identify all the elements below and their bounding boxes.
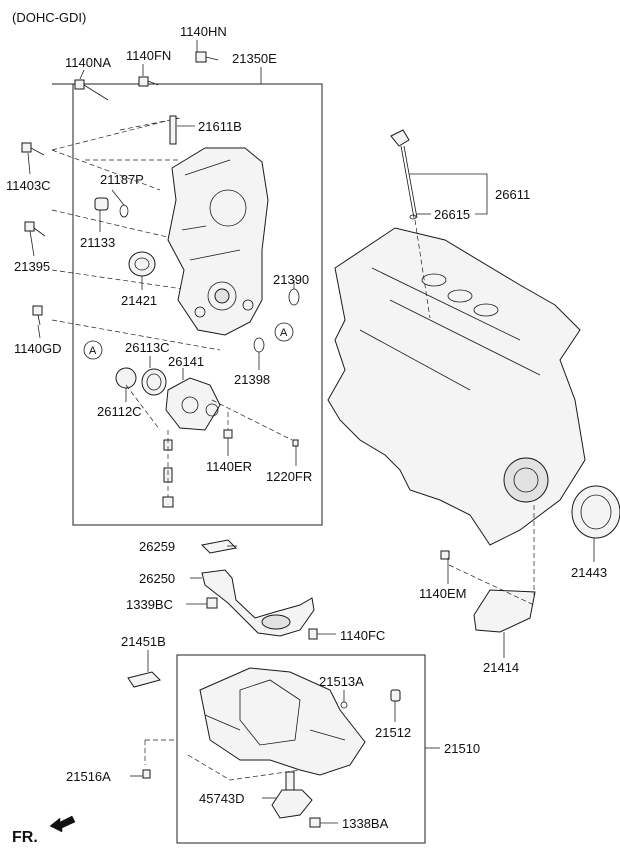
sealant-21451b xyxy=(127,671,161,688)
label-21513a: 21513A xyxy=(319,674,364,689)
label-21516a: 21516A xyxy=(66,769,111,784)
label-21398: 21398 xyxy=(234,372,270,387)
stiffener-21414 xyxy=(473,589,536,633)
o-ring-26615 xyxy=(409,214,417,220)
oil-pan-group-box xyxy=(176,654,426,844)
label-21187p: 21187P xyxy=(100,172,144,187)
label-1140na: 1140NA xyxy=(65,55,111,70)
label-1339bc: 1339BC xyxy=(126,597,173,612)
bolt-1140fc xyxy=(308,628,318,640)
rotor-26113c xyxy=(141,368,167,396)
label-1338ba: 1338BA xyxy=(342,816,389,831)
label-1140er: 1140ER xyxy=(206,459,252,474)
label-21611b: 21611B xyxy=(198,119,242,134)
label-21133: 21133 xyxy=(80,235,115,250)
gasket-21513a xyxy=(340,701,348,709)
label-26112c: 26112C xyxy=(97,404,142,419)
dowel-21133 xyxy=(94,197,109,211)
label-45743d: 45743D xyxy=(199,791,245,806)
label-1140hn: 1140HN xyxy=(180,24,227,39)
leader-lines xyxy=(27,40,595,824)
label-26250: 26250 xyxy=(139,571,175,586)
rear-oil-seal-21443 xyxy=(571,485,620,539)
svg-text:A: A xyxy=(89,345,97,357)
bolt-1140gd xyxy=(32,305,43,326)
bolt-1140er xyxy=(223,429,233,439)
label-21390: 21390 xyxy=(273,272,309,287)
front-arrow-icon xyxy=(49,815,76,833)
gasket-21398 xyxy=(253,337,265,353)
oil-pump-26141 xyxy=(165,377,221,431)
front-label: FR. xyxy=(12,829,38,846)
label-21395: 21395 xyxy=(14,259,50,274)
cover-group-box xyxy=(52,83,323,526)
label-26141: 26141 xyxy=(168,354,204,369)
gasket-26259 xyxy=(200,539,238,554)
label-21512: 21512 xyxy=(375,725,411,740)
label-26615: 26615 xyxy=(434,207,470,222)
label-26611: 26611 xyxy=(495,187,530,202)
bolt-11403c xyxy=(21,142,45,156)
drain-plug-21512 xyxy=(390,689,401,702)
oil-seal-21421 xyxy=(128,251,156,277)
label-1140em: 1140EM xyxy=(419,586,466,601)
svg-text:A: A xyxy=(280,327,288,339)
bolt-1339bc xyxy=(206,597,218,609)
label-21350e: 21350E xyxy=(232,51,277,66)
label-21443: 21443 xyxy=(571,565,607,580)
label-21451b: 21451B xyxy=(121,634,166,649)
bolt-21395 xyxy=(24,221,46,237)
label-21414: 21414 xyxy=(483,660,519,675)
bolt-21516a xyxy=(142,769,151,779)
callout-a-left: A xyxy=(83,340,103,360)
label-1140fc: 1140FC xyxy=(340,628,385,643)
oil-level-sensor-45743d xyxy=(271,771,313,819)
bolt-1140hn xyxy=(195,51,219,63)
dipstick-26611 xyxy=(390,129,418,219)
label-21421: 21421 xyxy=(121,293,157,308)
timing-chain-cover xyxy=(167,147,269,336)
variant-title: (DOHC-GDI) xyxy=(12,10,86,25)
oil-pan-21510 xyxy=(199,667,366,776)
bolt-1140na xyxy=(74,79,109,101)
label-1140fn: 1140FN xyxy=(126,48,171,63)
bolt-1140fn xyxy=(138,76,159,87)
front-direction-indicator: FR. xyxy=(12,815,76,846)
bolt-1338ba xyxy=(309,817,321,828)
label-11403c: 11403C xyxy=(6,178,51,193)
cylinder-block xyxy=(327,227,586,546)
bolt-1140em xyxy=(440,550,450,560)
gasket-21390 xyxy=(288,288,300,306)
seal-21187p xyxy=(119,204,129,218)
label-1140gd: 1140GD xyxy=(14,341,61,356)
stud-21611b xyxy=(169,115,177,145)
label-1220fr: 1220FR xyxy=(266,469,312,484)
oil-screen-26250 xyxy=(201,569,315,637)
bolt-1220fr xyxy=(292,439,299,447)
label-26113c: 26113C xyxy=(125,340,170,355)
callout-a-right: A xyxy=(274,322,294,342)
label-26259: 26259 xyxy=(139,539,175,554)
label-21510: 21510 xyxy=(444,741,480,756)
